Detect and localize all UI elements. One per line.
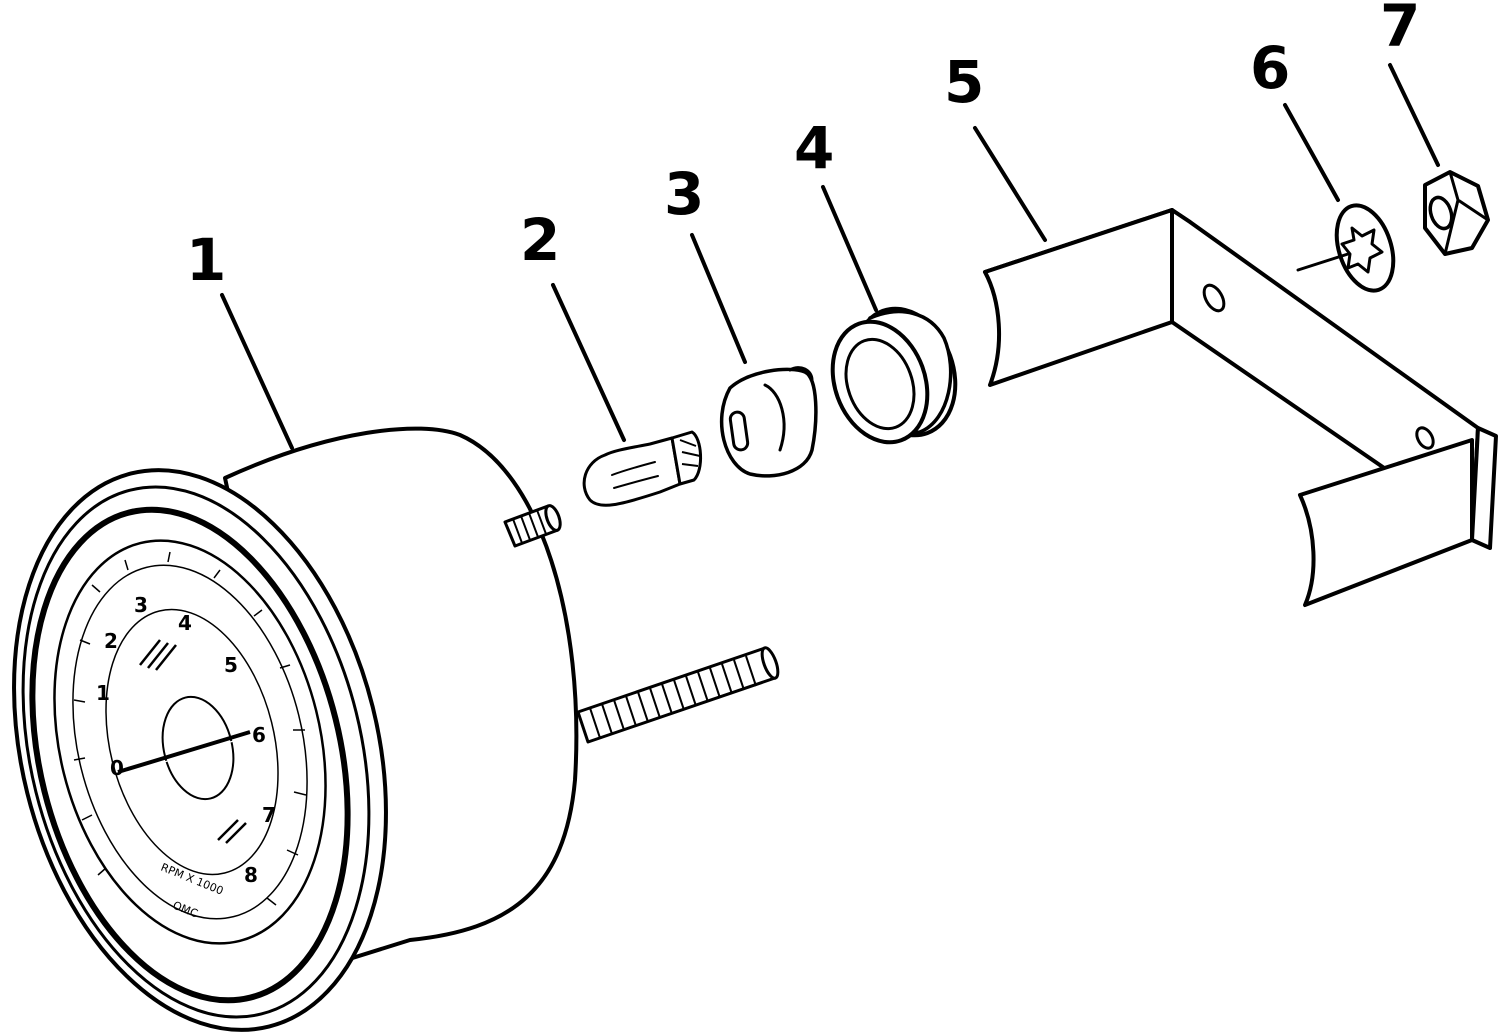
- leader-3: [690, 233, 747, 364]
- leader-5: [973, 126, 1047, 242]
- grommet-face: [830, 319, 930, 445]
- callout-5: 5: [944, 48, 984, 116]
- gauge-short-stud: [503, 504, 562, 548]
- gauge-scale-ring: [72, 564, 308, 920]
- callout-4: 4: [794, 114, 834, 182]
- gauge-housing-rear-edge: [408, 433, 578, 942]
- gauge-needle: [117, 730, 251, 774]
- dial-number-2: 2: [104, 629, 118, 653]
- dial-number-1: 1: [96, 681, 110, 705]
- gauge-long-stud: [576, 646, 780, 744]
- callout-7: 7: [1380, 0, 1420, 60]
- leader-2: [551, 283, 626, 442]
- dial-number-5: 5: [224, 653, 238, 677]
- part-6-lock-washer: [1296, 203, 1396, 293]
- callout-3: 3: [664, 160, 704, 228]
- leader-6: [1283, 103, 1340, 202]
- part-4-grommet: [830, 306, 958, 445]
- nut-body: [1423, 170, 1490, 256]
- leader-4: [821, 185, 878, 312]
- washer-outer: [1334, 203, 1396, 293]
- dial-number-3: 3: [134, 593, 148, 617]
- socket-slot: [728, 410, 750, 452]
- bulb-glass: [582, 436, 682, 507]
- callout-6: 6: [1250, 34, 1290, 102]
- leader-1: [220, 293, 294, 450]
- leader-7: [1388, 63, 1440, 167]
- gauge-bezel-lip: [29, 506, 351, 1004]
- leader-lines: [220, 63, 1440, 450]
- callout-2: 2: [520, 206, 560, 274]
- nut-bore: [1428, 195, 1454, 231]
- part-5-bracket: [983, 208, 1498, 607]
- dial-number-4: 4: [178, 611, 192, 635]
- gauge-inner-ring: [105, 608, 279, 876]
- dial-number-0: 0: [110, 756, 124, 780]
- part-7-hex-nut: [1423, 170, 1490, 256]
- dial-number-6: 6: [252, 723, 266, 747]
- bracket-hole-upper: [1202, 283, 1226, 313]
- bracket-hole-lower: [1415, 426, 1435, 450]
- dial-number-7: 7: [262, 803, 276, 827]
- gauge-tick-marks: [73, 551, 307, 906]
- part-2-bulb: [582, 430, 702, 507]
- bracket-upper-face: [983, 208, 1174, 387]
- gauge-bezel-inner-ring: [21, 485, 371, 1019]
- part-3-socket: [719, 366, 818, 478]
- grommet-inner: [844, 337, 916, 431]
- callout-1: 1: [186, 226, 226, 294]
- gauge-stripe-marks: [139, 639, 247, 844]
- dial-number-8: 8: [244, 863, 258, 887]
- part-1-tachometer: 0 1 2 3 4 5 6 7 8 RPM X 1000 OMC: [12, 426, 780, 1032]
